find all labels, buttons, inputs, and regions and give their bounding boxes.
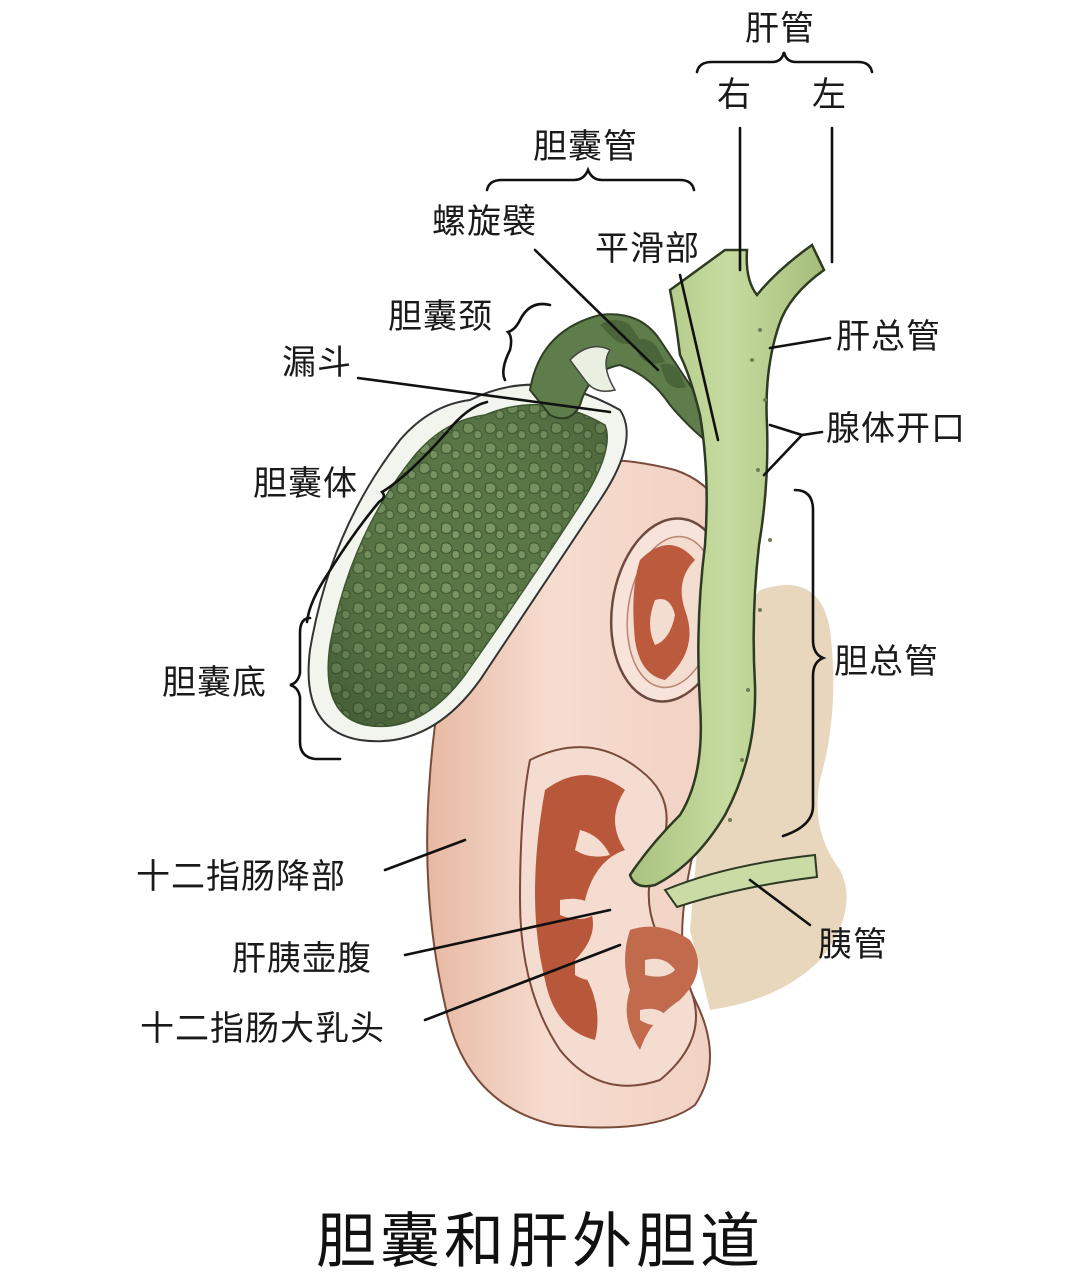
label-left: 左 <box>812 75 847 115</box>
label-gallbladder-fundus: 胆囊底 <box>162 663 267 703</box>
label-descending-duodenum: 十二指肠降部 <box>136 857 346 897</box>
pancreatic-duct <box>663 853 819 909</box>
bile-duct-system <box>628 243 826 888</box>
label-common-bile-duct: 胆总管 <box>834 642 939 682</box>
label-common-hepatic-duct: 肝总管 <box>836 317 941 357</box>
label-right: 右 <box>717 75 752 115</box>
label-pancreatic-duct: 胰管 <box>818 925 888 965</box>
label-smooth-part: 平滑部 <box>595 229 700 269</box>
label-hepatopancreatic-ampulla: 肝胰壶腹 <box>232 939 372 979</box>
label-gallbladder-neck: 胆囊颈 <box>388 297 493 337</box>
label-hepatic-duct: 肝管 <box>745 9 815 49</box>
gallbladder-neck-bracket <box>502 302 552 382</box>
gallbladder-fundus-bracket <box>289 616 342 761</box>
label-gallbladder-body: 胆囊体 <box>253 464 358 504</box>
gallbladder-body-bracket <box>305 400 489 624</box>
label-gland-openings: 腺体开口 <box>826 409 966 449</box>
label-spiral-fold: 螺旋襞 <box>432 202 537 242</box>
common-bile-duct-bracket <box>781 488 827 838</box>
label-infundibulum: 漏斗 <box>282 343 352 383</box>
label-major-duodenal-papilla: 十二指肠大乳头 <box>140 1009 385 1049</box>
cystic-duct-bracket <box>485 166 696 192</box>
hepatic-duct-bracket <box>695 51 874 74</box>
label-cystic-duct: 胆囊管 <box>533 127 638 167</box>
figure-title: 胆囊和肝外胆道 <box>316 1207 764 1277</box>
